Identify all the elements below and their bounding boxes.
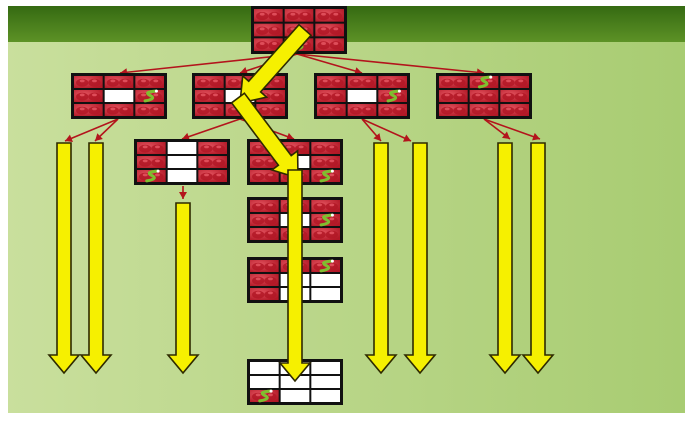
empty-cell	[311, 362, 340, 374]
cherry-cell	[74, 90, 103, 102]
cherry-cell	[500, 104, 529, 116]
cherry-cell	[378, 104, 407, 116]
cherry-cell	[105, 76, 134, 88]
cherry-cell	[470, 104, 499, 116]
cherry-cell	[198, 142, 227, 154]
cherry-cell	[74, 104, 103, 116]
cherry-cell	[195, 104, 224, 116]
cherry-cell	[250, 170, 279, 182]
cherry-cell	[315, 9, 344, 22]
cherry-cell	[311, 200, 340, 212]
cherry-cell	[317, 76, 346, 88]
cherry-cell	[500, 76, 529, 88]
cherry-cell	[250, 200, 279, 212]
empty-cell	[311, 288, 340, 300]
cherry-cell	[250, 288, 279, 300]
cherry-cell	[195, 90, 224, 102]
cherry-cell	[137, 142, 166, 154]
cherry-cell	[135, 104, 164, 116]
cherry-grid-icon-l1-d	[436, 73, 532, 119]
empty-cell	[168, 142, 197, 154]
cherry-cell	[317, 90, 346, 102]
cherry-cell	[135, 76, 164, 88]
cherry-cell	[254, 9, 283, 22]
cherry-cell	[195, 76, 224, 88]
cherry-cell	[311, 156, 340, 168]
cherry-cell	[250, 228, 279, 240]
empty-cell	[311, 390, 340, 402]
cherry-cell	[285, 9, 314, 22]
cherry-cell	[250, 260, 279, 272]
cherry-grid-icon-l1-c	[314, 73, 410, 119]
empty-cell	[168, 156, 197, 168]
empty-cell	[250, 362, 279, 374]
cherry-cell	[74, 76, 103, 88]
cherry-cell	[250, 214, 279, 226]
empty-cell	[311, 376, 340, 388]
empty-cell	[105, 90, 134, 102]
cherry-cell	[439, 90, 468, 102]
cherry-cell	[254, 24, 283, 37]
cherry-cell	[311, 228, 340, 240]
cherry-cell	[348, 76, 377, 88]
cherry-grid-icon-l1-a	[71, 73, 167, 119]
cherry-cell	[317, 104, 346, 116]
empty-cell	[168, 170, 197, 182]
cherry-cell	[348, 104, 377, 116]
cherry-cell	[250, 274, 279, 286]
empty-cell	[348, 90, 377, 102]
cherry-cell	[105, 104, 134, 116]
diagram-background	[8, 6, 685, 413]
cherry-cell	[137, 156, 166, 168]
cherry-cell	[315, 38, 344, 51]
cherry-grid-icon-l2-a	[134, 139, 230, 185]
cherry-cell	[439, 104, 468, 116]
cherry-cell	[378, 76, 407, 88]
cherry-cell	[315, 24, 344, 37]
cherry-cell	[439, 76, 468, 88]
empty-cell	[311, 274, 340, 286]
cherry-cell	[311, 142, 340, 154]
cherry-cell	[500, 90, 529, 102]
cherry-cell	[470, 90, 499, 102]
empty-cell	[281, 390, 310, 402]
empty-cell	[250, 376, 279, 388]
cherry-cell	[198, 156, 227, 168]
cherry-cell	[198, 170, 227, 182]
